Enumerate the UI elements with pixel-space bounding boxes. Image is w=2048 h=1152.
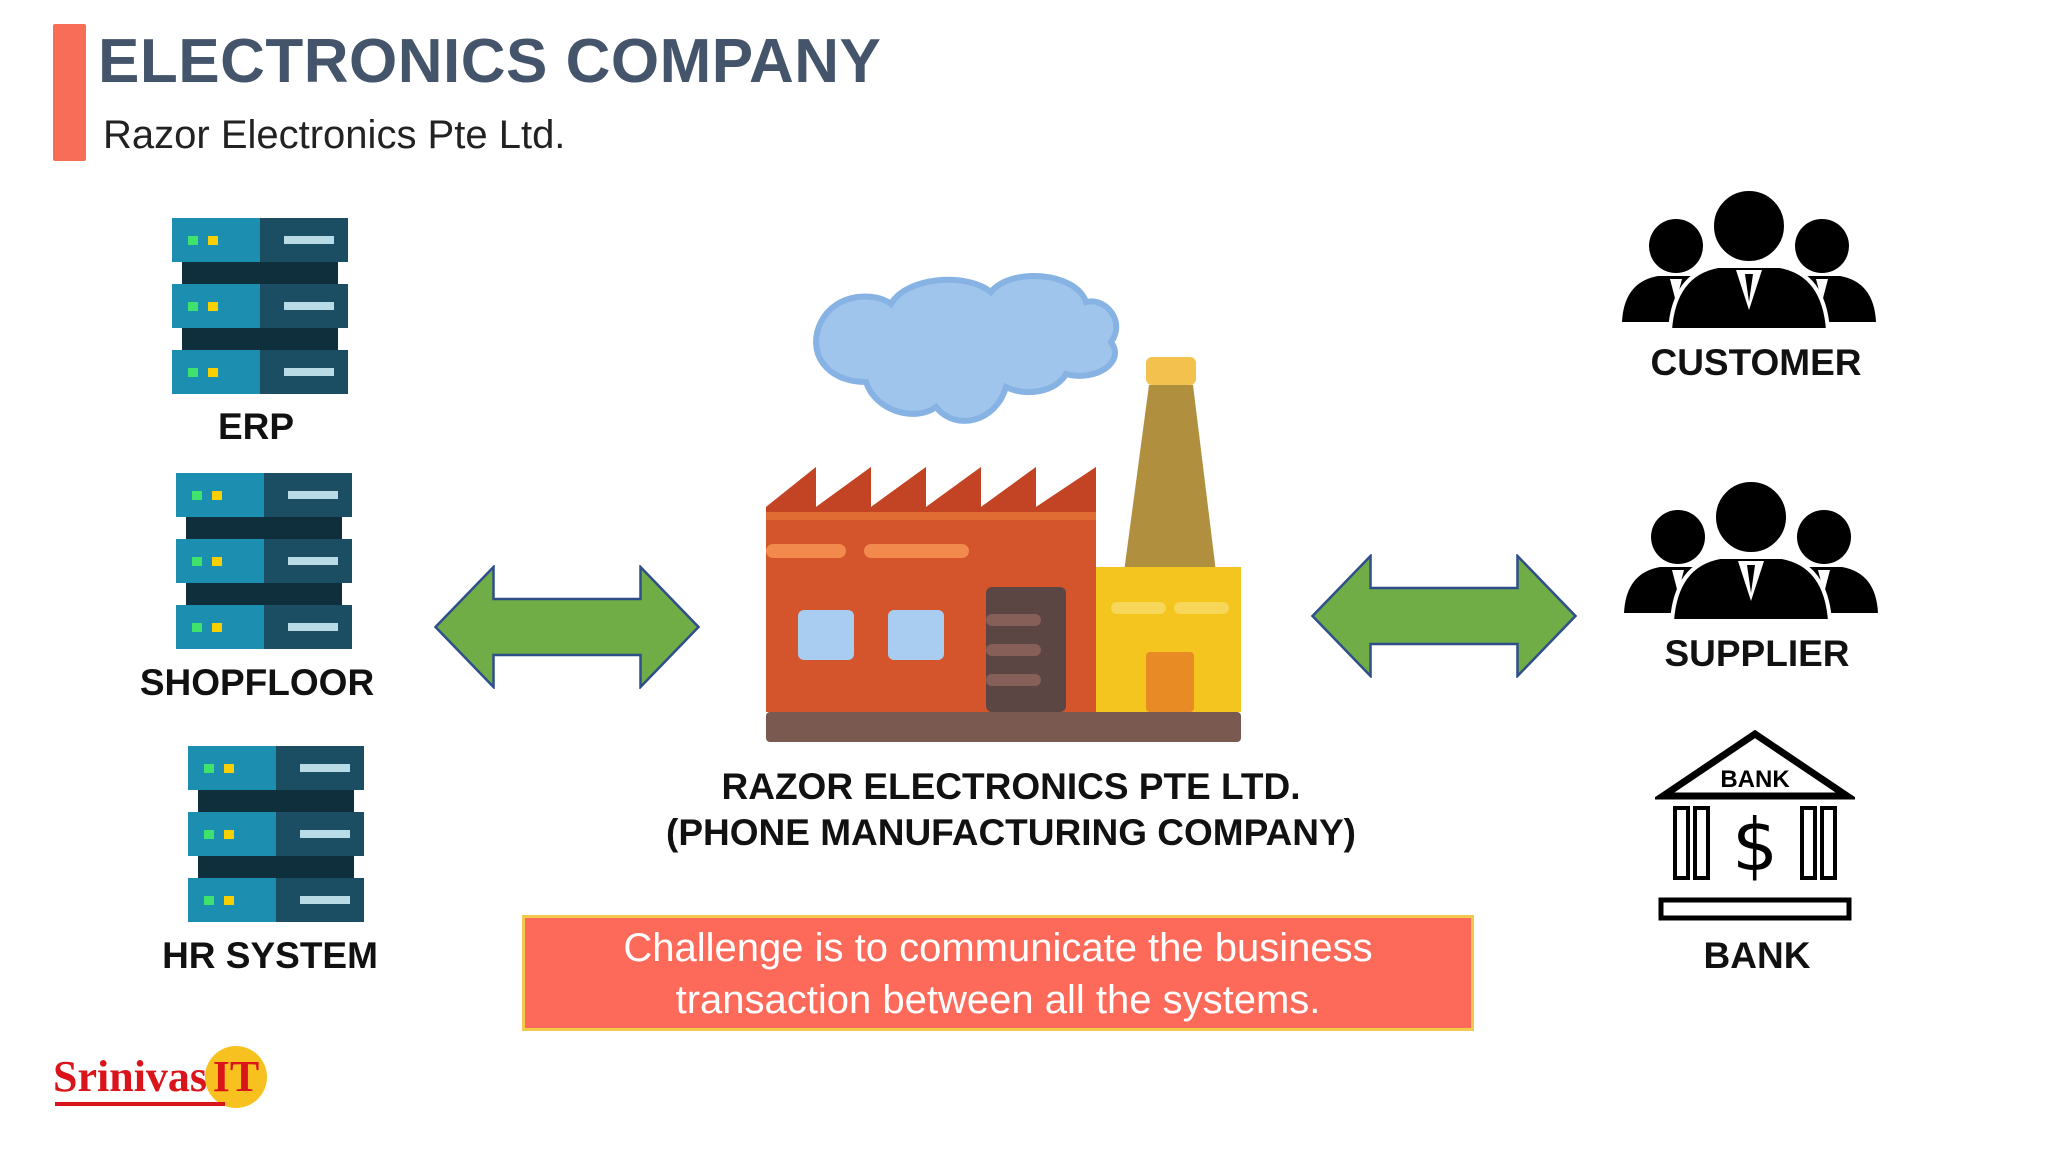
right-double-arrow-icon	[1311, 554, 1577, 678]
brand-logo-badge: IT	[205, 1046, 268, 1108]
supplier-people-icon	[1622, 478, 1880, 623]
company-name: RAZOR ELECTRONICS PTE LTD.	[721, 766, 1301, 807]
customer-people-icon	[1620, 187, 1878, 332]
challenge-line-1: Challenge is to communicate the business	[623, 926, 1373, 970]
accent-bar	[53, 24, 86, 161]
challenge-callout: Challenge is to communicate the business…	[522, 915, 1474, 1031]
company-label: RAZOR ELECTRONICS PTE LTD. (PHONE MANUFA…	[561, 764, 1461, 856]
dollar-sign: $	[1732, 803, 1778, 887]
page-subtitle: Razor Electronics Pte Ltd.	[103, 113, 566, 157]
bank-label: BANK	[1703, 935, 1811, 976]
shopfloor-label: SHOPFLOOR	[139, 662, 375, 703]
erp-label: ERP	[217, 406, 295, 447]
hr-system-server-icon	[188, 746, 364, 922]
shopfloor-server-icon	[176, 473, 352, 649]
factory-icon	[766, 273, 1241, 742]
brand-logo-text: Srinivas	[53, 1052, 208, 1102]
brand-logo-underline	[55, 1102, 225, 1106]
company-type: (PHONE MANUFACTURING COMPANY)	[666, 812, 1356, 853]
supplier-label: SUPPLIER	[1664, 633, 1850, 674]
bank-building-icon: BANK $	[1655, 730, 1855, 921]
customer-label: CUSTOMER	[1650, 342, 1862, 383]
erp-server-icon	[172, 218, 348, 394]
hr-system-label: HR SYSTEM	[162, 935, 378, 976]
challenge-line-2: transaction between all the systems.	[675, 978, 1321, 1022]
bank-sign-text: BANK	[1720, 766, 1790, 793]
left-double-arrow-icon	[434, 565, 700, 689]
page-title: ELECTRONICS COMPANY	[98, 27, 882, 96]
